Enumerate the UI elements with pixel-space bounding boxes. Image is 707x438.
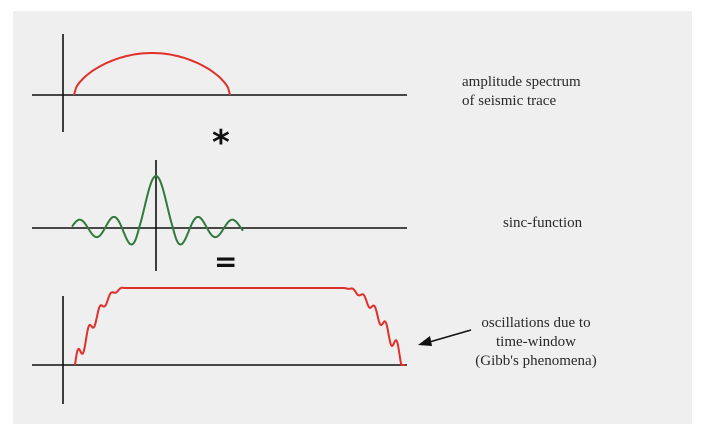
oscillation-arrow-head: [418, 336, 432, 346]
convolution-symbol: *: [212, 123, 230, 163]
amplitude-spectrum-label: amplitude spectrum of seismic trace: [462, 73, 581, 111]
oscillations-label-line1: oscillations due to: [481, 315, 591, 331]
oscillation-arrow-line: [425, 329, 472, 344]
sinc-function-curve: [71, 174, 244, 246]
diagram-background: [13, 11, 692, 424]
oscillations-label-line3: (Gibb's phenomena): [475, 353, 597, 369]
amplitude-label-line2: of seismic trace: [462, 93, 557, 109]
gibbs-result-curve: [74, 286, 405, 366]
amplitude-spectrum-curve: [73, 52, 231, 96]
oscillations-label: oscillations due to time-window (Gibb's …: [456, 314, 616, 371]
sinc-function-label: sinc-function: [503, 215, 583, 231]
amplitude-label-line1: amplitude spectrum: [462, 74, 581, 90]
equals-symbol: =: [214, 245, 238, 278]
oscillations-label-line2: time-window: [496, 334, 576, 350]
